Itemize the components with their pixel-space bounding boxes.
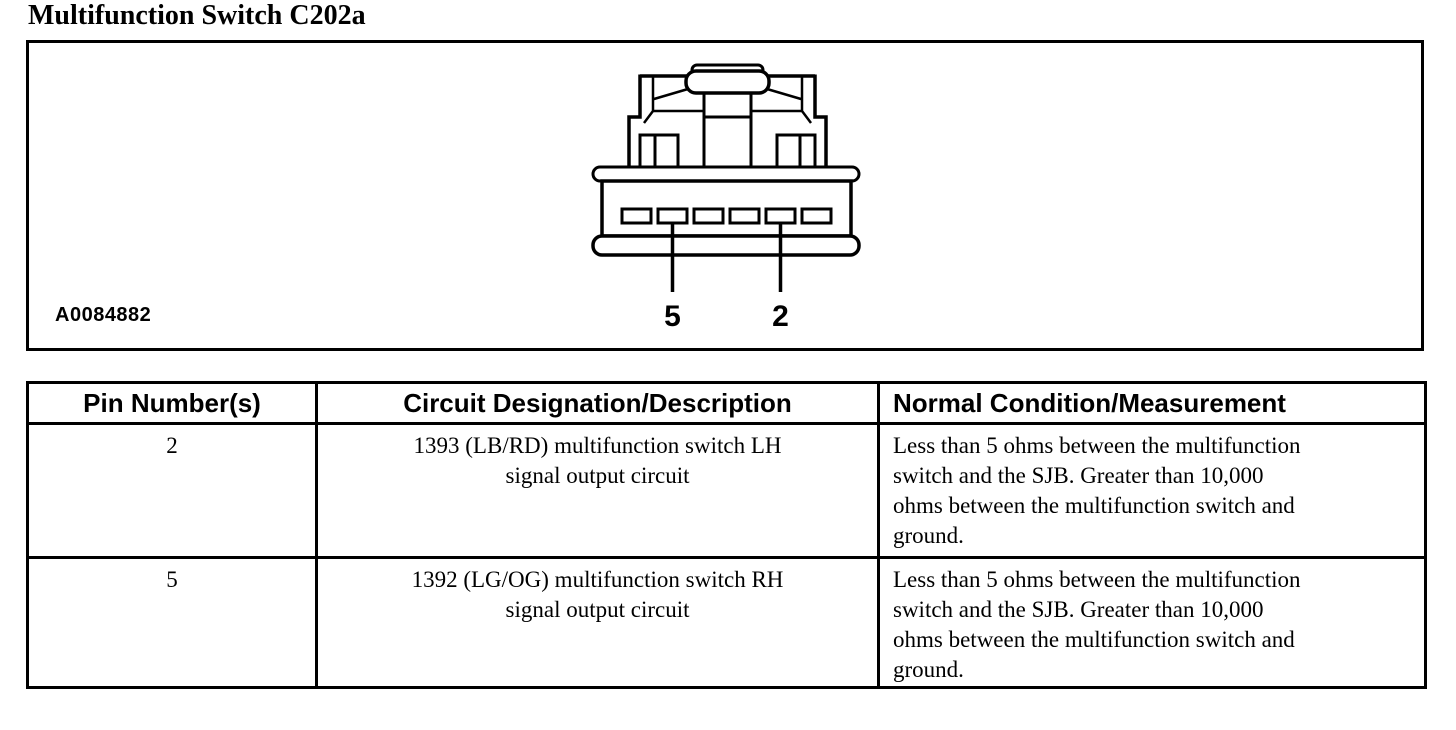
terminal-slots xyxy=(620,207,833,225)
normal-condition-cell: Less than 5 ohms between the multifuncti… xyxy=(877,422,1427,559)
pin2-callout-label: 2 xyxy=(772,300,789,333)
pin-number-cell: 2 xyxy=(26,422,318,559)
terminal-slot-6 xyxy=(800,207,833,225)
terminal-slot-2 xyxy=(656,207,689,225)
housing-inner-detail-right xyxy=(751,76,812,124)
terminal-slot-4 xyxy=(728,207,761,225)
page-title: Multifunction Switch C202a xyxy=(28,0,366,31)
connector-figure: 5 2 A0084882 xyxy=(26,40,1424,351)
terminal-slot-1 xyxy=(620,207,653,225)
body-bottom-flange xyxy=(591,234,861,257)
table-row: 2 1393 (LB/RD) multifunction switch LH s… xyxy=(26,422,1427,559)
body-top-flange xyxy=(591,165,861,183)
header-circuit-designation: Circuit Designation/Description xyxy=(315,381,880,425)
table-row: 5 1392 (LG/OG) multifunction switch RH s… xyxy=(26,556,1427,689)
terminal-slot-3 xyxy=(692,207,725,225)
figure-id-label: A0084882 xyxy=(55,304,152,326)
pin-circuit-table: Pin Number(s) Circuit Designation/Descri… xyxy=(26,381,1427,689)
connector-diagram: 5 2 xyxy=(591,63,861,333)
header-pin-numbers: Pin Number(s) xyxy=(26,381,318,425)
connector-housing-outline xyxy=(627,74,828,169)
center-keyway xyxy=(702,91,753,170)
side-cavity-left xyxy=(638,133,680,170)
pin-number-cell: 5 xyxy=(26,556,318,689)
housing-inner-detail-left xyxy=(643,76,704,124)
circuit-description-cell: 1392 (LG/OG) multifunction switch RH sig… xyxy=(315,556,880,689)
terminal-slot-5 xyxy=(764,207,797,225)
circuit-description-cell: 1393 (LB/RD) multifunction switch LH sig… xyxy=(315,422,880,559)
side-cavity-right xyxy=(775,133,817,170)
normal-condition-cell: Less than 5 ohms between the multifuncti… xyxy=(877,556,1427,689)
header-normal-condition: Normal Condition/Measurement xyxy=(877,381,1427,425)
pin5-callout-label: 5 xyxy=(664,300,681,333)
table-header-row: Pin Number(s) Circuit Designation/Descri… xyxy=(26,381,1427,425)
latch-tab xyxy=(684,69,771,95)
